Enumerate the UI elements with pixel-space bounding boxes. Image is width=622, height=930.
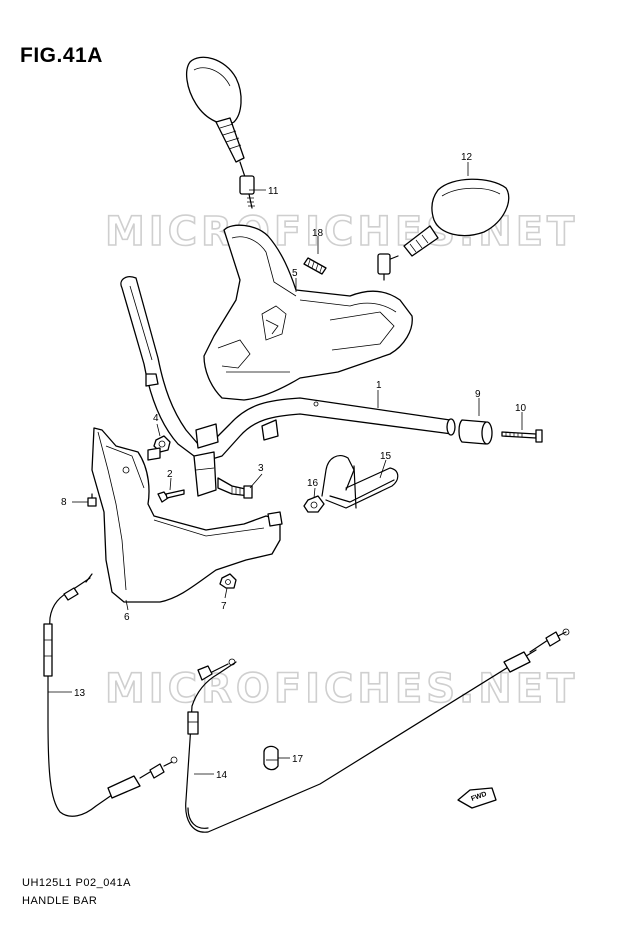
callout-6: 6 <box>124 612 130 623</box>
clip-18 <box>303 257 327 275</box>
nut-16 <box>303 495 325 513</box>
figure-title: FIG.41A <box>20 44 103 67</box>
callouts: 1 2 3 4 5 6 7 8 9 10 11 12 13 14 15 16 1… <box>61 152 527 781</box>
bolt-2 <box>157 489 185 503</box>
handle-cover-front <box>203 224 413 401</box>
handle-cover-rear <box>91 427 283 603</box>
callout-9: 9 <box>475 389 481 400</box>
bolt-3 <box>217 477 253 499</box>
bracket-15 <box>321 455 399 509</box>
callout-13: 13 <box>74 688 86 699</box>
screw-10 <box>501 429 543 443</box>
callout-16: 16 <box>307 478 319 489</box>
mirror-left <box>185 56 255 209</box>
watermark-top: MICROFICHES.NET <box>105 209 578 255</box>
handle-bar <box>120 276 456 497</box>
cable-14 <box>185 628 570 833</box>
callout-15: 15 <box>380 451 392 462</box>
leader-lines <box>48 162 523 775</box>
callout-18: 18 <box>312 228 324 239</box>
bar-end <box>458 419 493 445</box>
mirror-right <box>377 178 510 281</box>
cable-13 <box>43 573 178 817</box>
callout-1: 1 <box>376 380 382 391</box>
callout-5: 5 <box>292 268 298 279</box>
callout-8: 8 <box>61 497 67 508</box>
callout-3: 3 <box>258 463 264 474</box>
figure-code: UH125L1 P02_041A <box>22 877 131 889</box>
fwd-arrow-icon: FWD <box>457 787 497 809</box>
callout-7: 7 <box>221 601 227 612</box>
callout-10: 10 <box>515 403 527 414</box>
watermark-bottom: MICROFICHES.NET <box>105 666 578 712</box>
callout-17: 17 <box>292 754 304 765</box>
callout-12: 12 <box>461 152 473 163</box>
clamp-17 <box>263 745 279 771</box>
screw-8 <box>87 493 97 507</box>
figure-name: HANDLE BAR <box>22 895 98 907</box>
screw-7 <box>219 573 237 589</box>
callout-11: 11 <box>268 186 279 197</box>
callout-4: 4 <box>153 413 159 424</box>
callout-14: 14 <box>216 770 228 781</box>
callout-2: 2 <box>167 469 173 480</box>
